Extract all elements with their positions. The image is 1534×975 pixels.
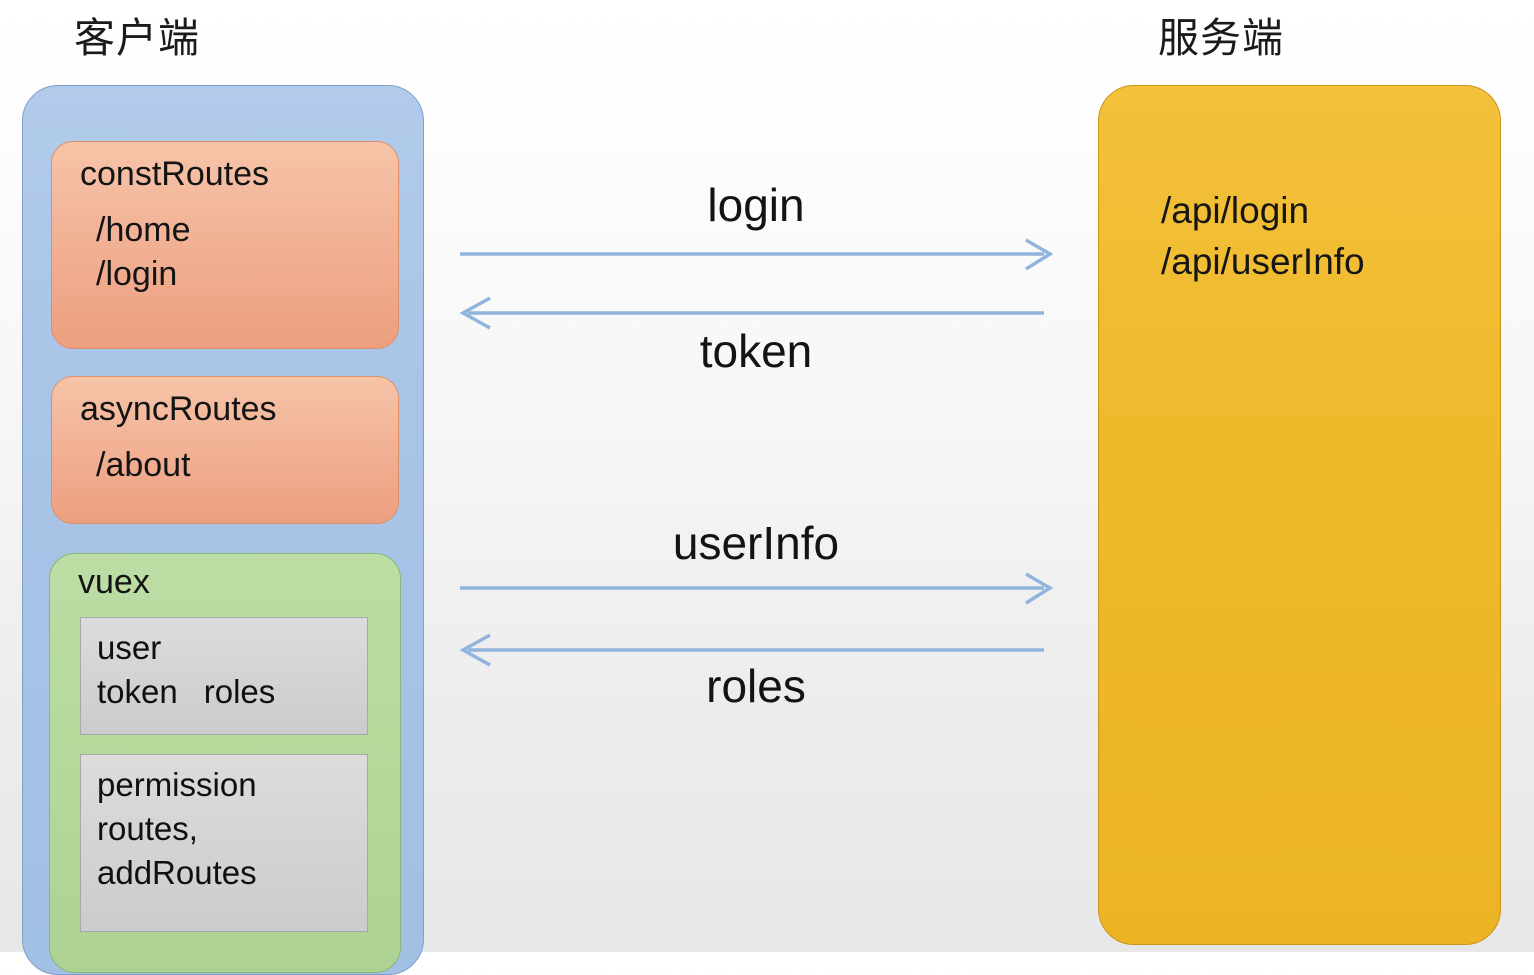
const-routes-card: constRoutes /home /login	[51, 141, 399, 349]
const-routes-list: /home /login	[80, 209, 398, 296]
async-routes-card: asyncRoutes /about	[51, 376, 399, 524]
flow-label-roles: roles	[706, 660, 806, 712]
diagram-canvas: 客户端 constRoutes /home /login asyncRoutes…	[22, 14, 1501, 975]
flow-label-userinfo: userInfo	[672, 517, 840, 569]
const-route-item: /login	[96, 254, 178, 293]
vuex-state-token-roles: token roles	[97, 670, 367, 714]
const-routes-title: constRoutes	[80, 155, 269, 193]
vuex-state-box: user token roles	[80, 617, 368, 735]
vuex-state-user: user	[97, 629, 162, 666]
async-routes-title: asyncRoutes	[80, 390, 277, 428]
vuex-state-roles: roles	[203, 672, 276, 710]
client-panel: constRoutes /home /login asyncRoutes /ab…	[22, 85, 424, 975]
server-side-title: 服务端	[1158, 14, 1284, 62]
server-endpoint: /api/userInfo	[1161, 240, 1365, 282]
vuex-permission-box: permission routes, addRoutes	[80, 754, 368, 932]
server-endpoint: /api/login	[1161, 190, 1310, 231]
client-side-title: 客户端	[74, 14, 200, 62]
vuex-permission-line-2: routes,	[97, 809, 198, 847]
flow-label-login: login	[707, 179, 805, 231]
async-routes-list: /about	[80, 444, 398, 488]
vuex-title: vuex	[78, 563, 150, 601]
server-panel: /api/login /api/userInfo	[1098, 85, 1501, 945]
flow-label-token: token	[699, 325, 813, 377]
vuex-permission-line-1: permission	[97, 766, 257, 803]
vuex-state-token: token	[97, 672, 178, 710]
async-route-item: /about	[96, 446, 191, 485]
vuex-permission-line-3: addRoutes	[97, 853, 257, 891]
const-route-item: /home	[96, 211, 191, 250]
vuex-card: vuex user token roles permission routes, …	[49, 553, 401, 973]
